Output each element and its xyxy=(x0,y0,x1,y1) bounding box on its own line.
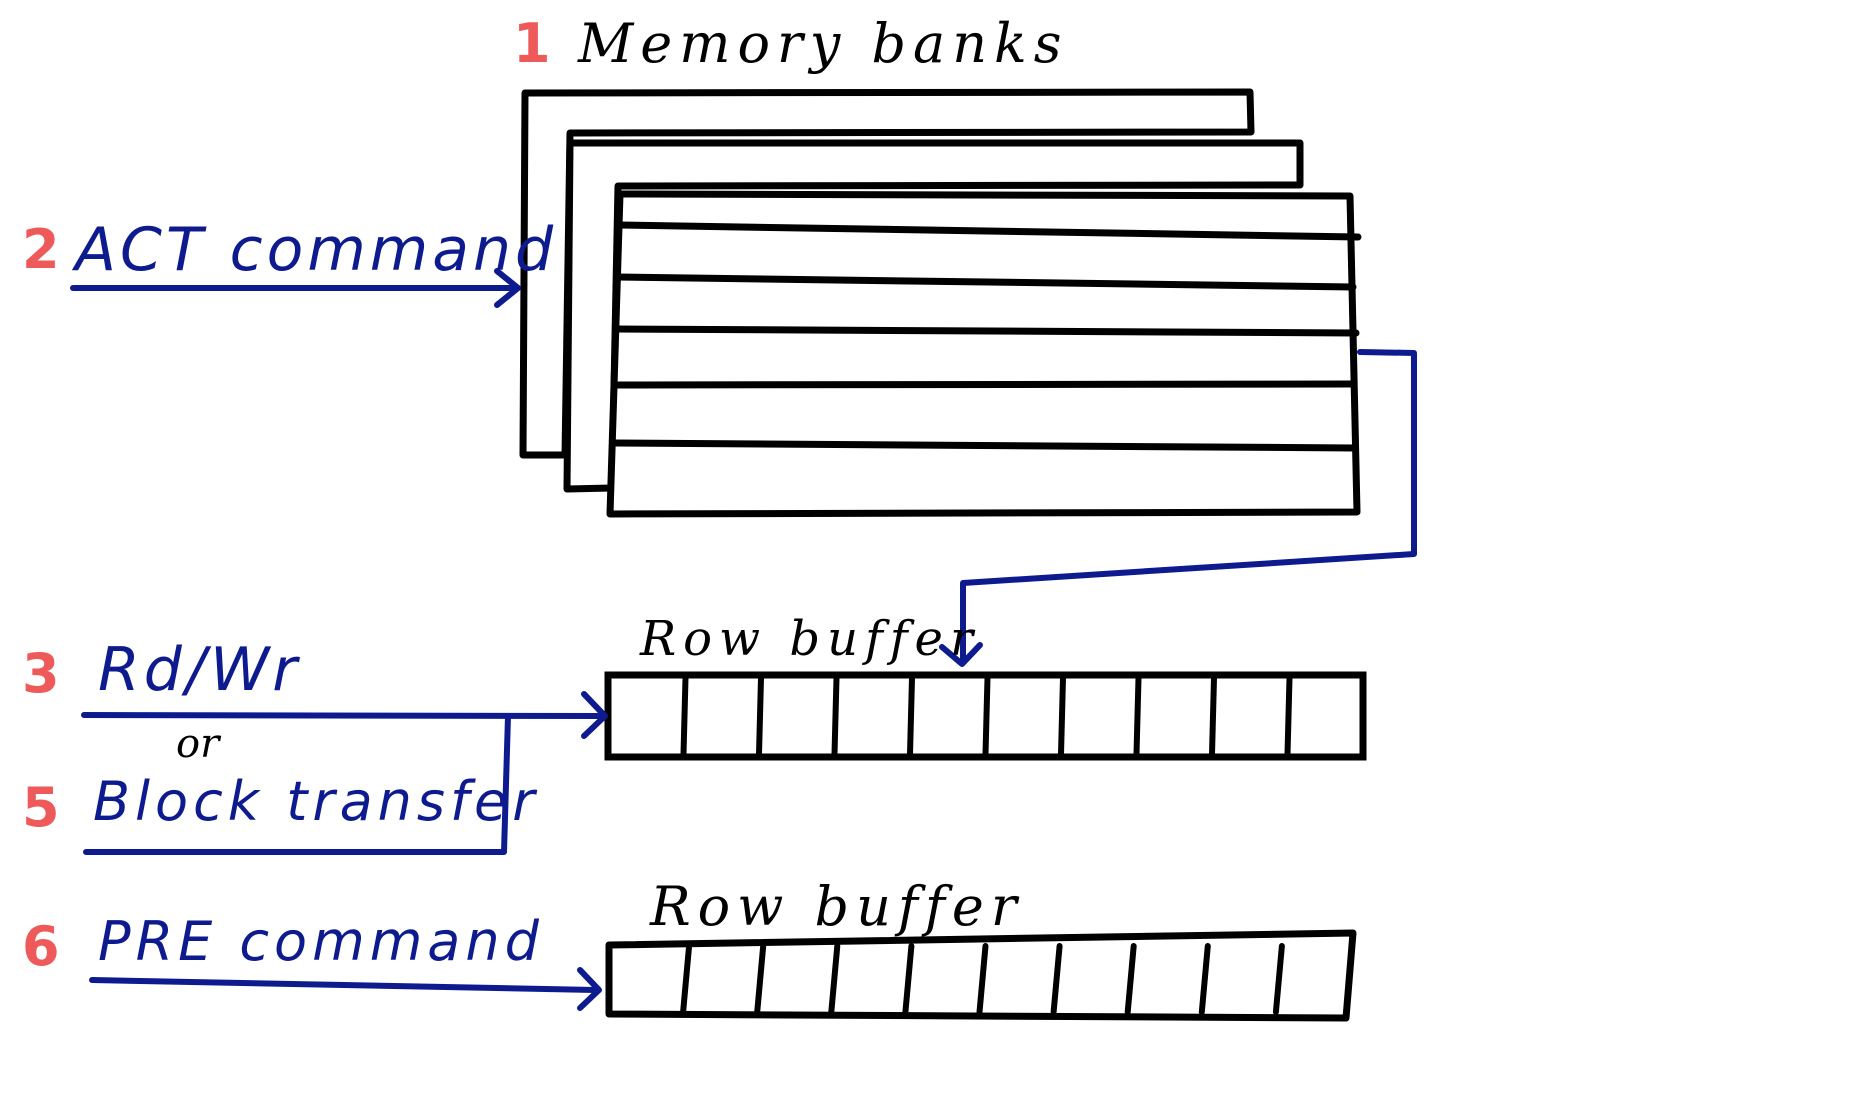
row-buffer-top-cell-divider xyxy=(831,675,840,757)
row-buffer-bottom-cell-divider xyxy=(680,943,693,1015)
row-buffer-bottom-cell-divider xyxy=(1198,943,1211,1015)
rdwr-arrow-head xyxy=(581,691,608,739)
memory-banks-label: Memory banks xyxy=(577,12,1068,75)
row-buffer-top-cell-divider xyxy=(680,675,689,757)
bank-row-line xyxy=(615,221,1362,241)
row-buffer-bottom xyxy=(605,929,1357,1022)
or-label: or xyxy=(176,721,222,767)
row-buffer-bottom-cell-divider xyxy=(1050,943,1063,1015)
bank-row-line xyxy=(613,273,1357,291)
pre-command-label: PRE command xyxy=(98,910,544,973)
row-buffer-top-cell-divider xyxy=(1209,675,1217,757)
bank-row-line xyxy=(610,439,1359,452)
memory-bank-front xyxy=(606,190,1361,518)
row-buffer-top-cell-divider xyxy=(1133,675,1142,757)
bank-row-line xyxy=(610,380,1356,389)
row-buffer-top-cell-divider xyxy=(907,675,915,757)
row-buffer-bottom-cell-divider xyxy=(754,943,767,1015)
memory-bank-back xyxy=(519,88,1255,459)
bank-row-line xyxy=(613,325,1360,337)
act-arrow-head xyxy=(494,268,521,308)
row-buffer-top xyxy=(604,671,1367,761)
row-buffer-bottom-label: Row buffer xyxy=(649,875,1024,938)
pre-arrow-head xyxy=(577,967,602,1011)
row-buffer-top-cell-divider xyxy=(982,675,991,757)
step-number-3: 3 xyxy=(22,642,60,705)
row-buffer-bottom-cell-divider xyxy=(1272,943,1285,1015)
command-arrows xyxy=(70,268,1417,1011)
step-number-2: 2 xyxy=(22,218,60,281)
row-buffer-bottom-cell-divider xyxy=(1124,943,1137,1015)
step-number-6: 6 xyxy=(22,915,60,978)
row-activation-arrow-head xyxy=(939,642,983,667)
bank-rows xyxy=(610,221,1362,452)
memory-bank-middle xyxy=(563,139,1304,493)
block-transfer-label: Block transfer xyxy=(93,770,539,833)
rdwr-label: Rd/Wr xyxy=(98,635,301,705)
row-buffer-top-cell-divider xyxy=(756,675,764,757)
step-number-5: 5 xyxy=(22,776,60,839)
memory-banks xyxy=(519,88,1361,518)
step-numbers: 1 2 3 5 6 xyxy=(22,12,551,978)
act-command-label: ACT command xyxy=(71,215,557,285)
pre-arrow-line xyxy=(89,977,598,993)
row-buffer-bottom-cell-divider xyxy=(976,943,989,1015)
step-number-1: 1 xyxy=(513,12,551,75)
row-buffer-bottom-cell-divider xyxy=(902,943,915,1015)
rdwr-arrow-line xyxy=(81,712,605,719)
block-transfer-bracket xyxy=(83,713,511,855)
row-buffer-top-label: Row buffer xyxy=(639,611,980,667)
row-buffer-bottom-cell-divider xyxy=(828,943,841,1015)
row-buffer-top-cell-divider xyxy=(1284,675,1293,757)
row-buffer-top-cell-divider xyxy=(1058,675,1066,757)
row-activation-arrow xyxy=(960,349,1417,663)
